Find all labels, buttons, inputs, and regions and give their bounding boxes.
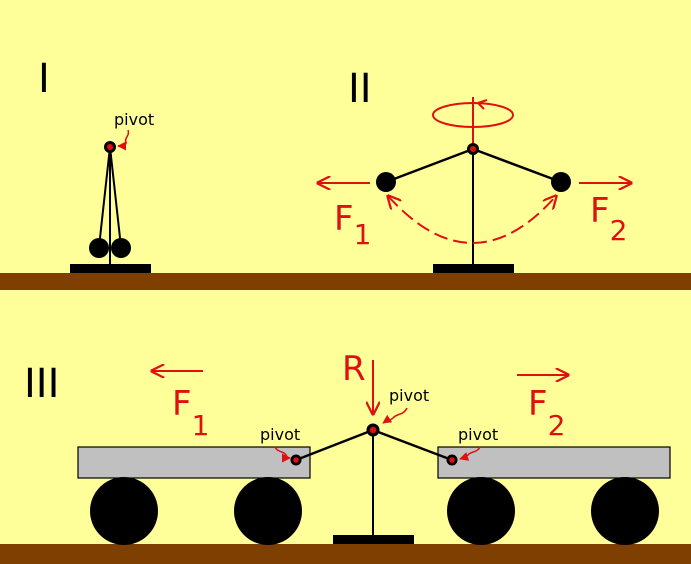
panel-1-rod-left [98, 146, 111, 248]
panel-2-spin-arrowhead [477, 99, 488, 110]
panel-3-label: III [24, 361, 59, 407]
panel-3-force-right-label: F2 [528, 384, 565, 442]
panel-3-arm-right [372, 428, 453, 462]
panel-2-arm-left [385, 147, 474, 184]
panel-1-pivot-pointer [117, 129, 130, 151]
panel-1-rod-right [109, 146, 122, 248]
ground-upper [0, 273, 691, 290]
reaction-label: R [342, 349, 366, 389]
panel-2: II F1 F2 [318, 66, 631, 273]
panel-2-arm-right [472, 147, 562, 184]
panel-2-force-right-label: F2 [590, 191, 627, 247]
panel-3-pivot-right-dot [449, 457, 455, 463]
panel-1-pivot-center [107, 144, 113, 150]
panel-1: I pivot [38, 56, 154, 273]
panel-2-base [433, 264, 514, 273]
panel-3-pivot-center-dot [369, 426, 377, 434]
ground-lower [0, 544, 691, 564]
panel-3-base [333, 535, 414, 544]
panel-3-pivot-left-label: pivot [260, 425, 300, 444]
panel-2-label: II [348, 66, 372, 112]
panel-3-arm-left [295, 428, 374, 462]
cart-right-wheel-2 [591, 477, 659, 545]
cart-left-body [77, 446, 311, 479]
cart-left-wheel-2 [234, 477, 302, 545]
panel-3-pivot-center-label: pivot [389, 386, 429, 405]
panel-1-label: I [38, 56, 50, 102]
panel-2-ball-right [551, 172, 571, 192]
panel-3-pivot-left-pointer [274, 446, 291, 463]
cart-right-wheel-1 [447, 477, 515, 545]
panel-2-force-left-label: F1 [334, 199, 371, 251]
panel-1-pivot-label: pivot [114, 110, 154, 129]
panel-3-pivot-center-pointer [382, 407, 408, 424]
panel-1-ball-right [111, 238, 131, 258]
panel-1-ball-left [89, 238, 109, 258]
panel-2-swing-arc [388, 196, 556, 244]
panel-2-spin-ellipse [432, 102, 514, 128]
panel-3-pivot-right-label: pivot [458, 425, 498, 444]
panel-2-pivot-center [470, 146, 476, 152]
cart-right-body [437, 446, 671, 479]
panel-1-base [70, 264, 151, 273]
cart-left-wheel-1 [90, 477, 158, 545]
panel-3-force-left-label: F1 [172, 384, 209, 442]
panel-3: III R pivot pivot pivot [24, 349, 671, 545]
panel-3-pivot-left-dot [293, 457, 299, 463]
panel-3-pivot-right-pointer [459, 446, 481, 461]
panel-2-ball-left [376, 172, 396, 192]
